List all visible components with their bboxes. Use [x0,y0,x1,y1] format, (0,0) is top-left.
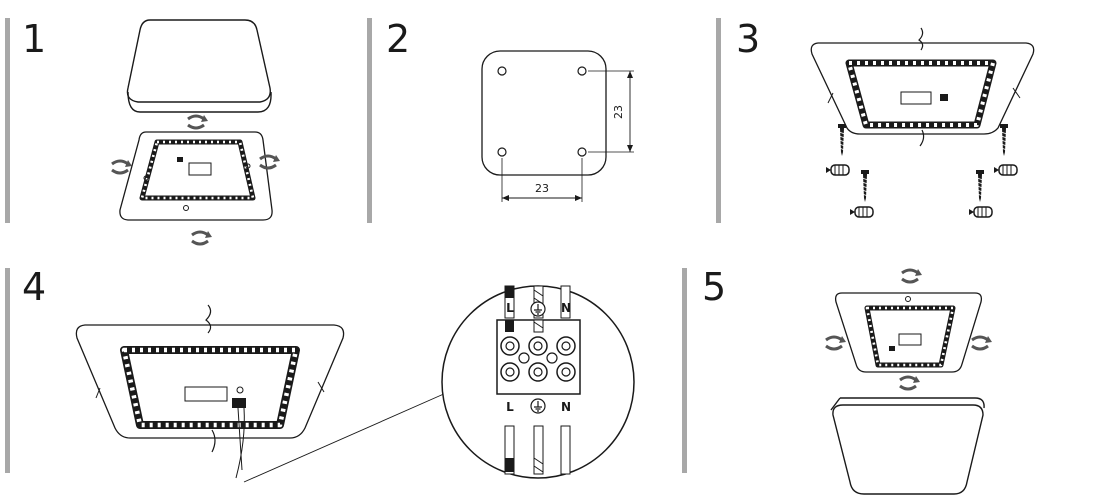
wall-plug-icon [849,206,874,218]
dimension-horizontal-label: 23 [535,182,549,195]
screw-icon [860,169,870,203]
rotate-arrow-icon [898,374,922,391]
rotate-arrow-icon [900,267,924,284]
wall-plug-icon [968,206,993,218]
terminal-top-neutral-label: N [561,301,571,315]
wall-plug-icon [825,164,850,176]
terminal-block-zoom: L N L N [441,285,635,479]
ground-symbol-icon [530,398,546,414]
base-plate [810,42,1035,135]
terminal-bottom-neutral-label: N [561,400,571,414]
terminal-top-live-label: L [506,301,514,315]
screw-icon [837,123,847,157]
dimension-vertical-label: 23 [612,105,625,119]
step-number-1: 1 [22,17,46,61]
rotate-arrow-icon [190,229,214,246]
base-plate [834,292,983,373]
step-number-3: 3 [736,17,760,61]
diffuser-cover [830,397,985,495]
separator-4 [5,268,10,473]
base-plate [119,131,273,221]
rotate-arrow-icon [824,334,848,351]
step-number-2: 2 [386,17,410,61]
step-1-illustration [110,19,282,246]
rotate-arrow-icon [186,113,210,130]
screw-icon [975,169,985,203]
separator-1 [5,18,10,223]
step-5-illustration [824,267,994,495]
step-3-illustration [810,27,1035,218]
step-number-5: 5 [702,265,726,309]
diffuser-cover [126,19,272,113]
step-4-illustration: L N L N [75,285,635,483]
separator-5 [682,268,687,473]
step-number-4: 4 [22,265,46,309]
rotate-arrow-icon [110,158,134,175]
rotate-arrow-icon [970,334,994,351]
screw-icon [999,123,1009,157]
wall-plug-icon [993,164,1018,176]
ground-symbol-icon [530,301,546,317]
separators [5,18,721,473]
step-2-illustration: 23 23 [481,50,634,202]
separator-2 [367,18,372,223]
terminal-bottom-live-label: L [506,400,514,414]
separator-3 [716,18,721,223]
mounting-template [481,50,607,176]
